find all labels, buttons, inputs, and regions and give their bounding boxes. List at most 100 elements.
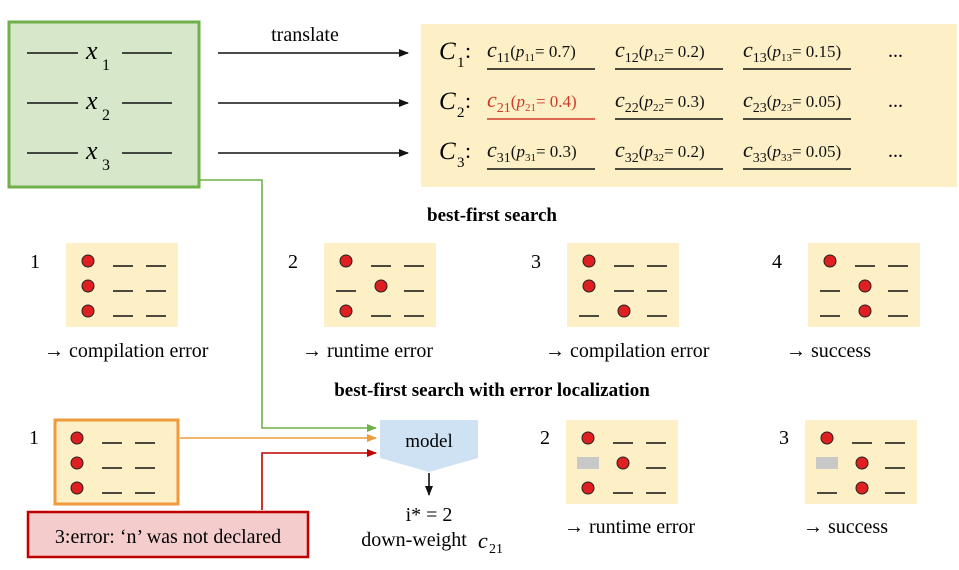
best-first-steps: 1 → compilation error 2 → runtime error 3 → c… <box>30 243 920 362</box>
candidate-text: c12(p12= 0.2) <box>615 37 705 66</box>
best-first-step-2: 2 → runtime error <box>288 243 436 362</box>
program-card <box>566 420 678 504</box>
candidate-set-sub: 1 <box>457 55 465 71</box>
localization-step-1: 1 <box>29 418 180 506</box>
step-number: 2 <box>288 251 298 273</box>
translation-choice-dot <box>582 254 596 268</box>
model-label: model <box>405 431 453 452</box>
translation-choice-dot <box>581 431 595 445</box>
translation-choice-dot <box>339 304 353 318</box>
candidate-cell: c33(p33= 0.05) <box>743 137 851 170</box>
translation-choice-dot <box>582 279 596 293</box>
input-var: x <box>85 36 98 65</box>
down-weight-sub: 21 <box>489 542 503 557</box>
candidate-cell: c23(p23= 0.05) <box>743 87 851 120</box>
input-box-background <box>7 20 201 189</box>
candidate-cell: c12(p12= 0.2) <box>615 37 723 70</box>
candidate-set-colon: : <box>465 88 471 113</box>
best-first-title: best-first search <box>427 205 557 226</box>
input-var: x <box>85 136 98 165</box>
translation-choice-dot <box>855 456 869 470</box>
step-number: 4 <box>772 251 782 273</box>
step-number: 2 <box>540 427 550 449</box>
candidate-text: c11(p11= 0.7) <box>487 37 576 66</box>
best-first-step-1: 1 → compilation error <box>30 243 209 362</box>
error-to-model-connector <box>261 449 377 510</box>
i-star-label: i* = 2 <box>406 504 453 526</box>
program-card <box>808 243 920 327</box>
input-var-sub: 2 <box>102 107 110 124</box>
input-to-model-connector <box>199 179 377 432</box>
translation-choice-dot <box>823 254 837 268</box>
candidates-background <box>421 24 957 187</box>
translate-label: translate <box>271 24 339 46</box>
step-result: → runtime error <box>564 516 695 538</box>
step-result: → success <box>786 340 871 362</box>
program-card <box>805 420 917 504</box>
step-number: 3 <box>531 251 541 273</box>
program-card <box>53 418 180 506</box>
translation-choice-dot <box>374 279 388 293</box>
step-result: → runtime error <box>302 340 433 362</box>
candidate-set-label: C <box>439 138 456 165</box>
input-line-2: x2 <box>27 86 172 124</box>
candidate-set-sub: 2 <box>457 105 465 121</box>
candidate-text: c31(p31= 0.3) <box>487 137 577 166</box>
candidate-text: c22(p22= 0.3) <box>615 87 705 116</box>
candidate-cell: c13(p13= 0.15) <box>743 37 851 70</box>
step-result: → success <box>803 516 888 538</box>
localization-steps: 1 2 → runtime error 3 → success <box>29 418 917 538</box>
input-line-1: x1 <box>27 36 172 74</box>
candidate-cell: c11(p11= 0.7) <box>487 37 595 70</box>
candidate-cell: c21(p21= 0.4) <box>487 87 595 120</box>
candidate-text: c33(p33= 0.05) <box>743 137 841 166</box>
down-weight-text: down-weight <box>361 529 467 551</box>
translation-choice-dot <box>70 456 84 470</box>
candidate-cell: c22(p22= 0.3) <box>615 87 723 120</box>
localization-step-2: 2 → runtime error <box>540 420 695 538</box>
input-var-sub: 1 <box>102 57 110 74</box>
program-card <box>567 243 679 327</box>
error-message-box: 3:error: ‘n’ was not declared <box>26 510 310 559</box>
translation-choice-dot <box>617 304 631 318</box>
candidate-text: c13(p13= 0.15) <box>743 37 841 66</box>
step-number: 1 <box>29 427 39 449</box>
best-first-step-4: 4 → success <box>772 243 920 362</box>
candidate-ellipsis: ... <box>888 90 903 112</box>
step-result: → compilation error <box>44 340 209 362</box>
localization-step-3: 3 → success <box>779 420 917 538</box>
candidate-text: c21(p21= 0.4) <box>487 87 577 116</box>
candidate-set-colon: : <box>465 38 471 63</box>
input-var-sub: 3 <box>102 157 110 174</box>
error-message-text: 3:error: ‘n’ was not declared <box>55 526 281 548</box>
candidate-text: c32(p32= 0.2) <box>615 137 705 166</box>
candidate-set-colon: : <box>465 138 471 163</box>
candidate-cell: c32(p32= 0.2) <box>615 137 723 170</box>
step-number: 1 <box>30 251 40 273</box>
error-message-background <box>26 510 310 559</box>
translation-choice-dot <box>70 431 84 445</box>
translation-choice-dot <box>70 481 84 495</box>
translation-choice-dot <box>339 254 353 268</box>
input-line-3: x3 <box>27 136 172 174</box>
down-weight-var: c <box>478 528 488 553</box>
candidate-set-label: C <box>439 38 456 65</box>
translation-choice-dot <box>81 304 95 318</box>
translation-choice-dot <box>81 279 95 293</box>
down-weight-label: down-weight c 21 <box>361 528 503 557</box>
best-first-step-3: 3 → compilation error <box>531 243 710 362</box>
step-number: 3 <box>779 427 789 449</box>
candidate-set-sub: 3 <box>457 155 465 171</box>
translation-choice-dot <box>581 481 595 495</box>
program-card <box>66 243 178 327</box>
step-result: → compilation error <box>545 340 710 362</box>
localization-title: best-first search with error localizatio… <box>334 380 650 401</box>
translation-choice-dot <box>616 456 630 470</box>
candidate-ellipsis: ... <box>888 140 903 162</box>
